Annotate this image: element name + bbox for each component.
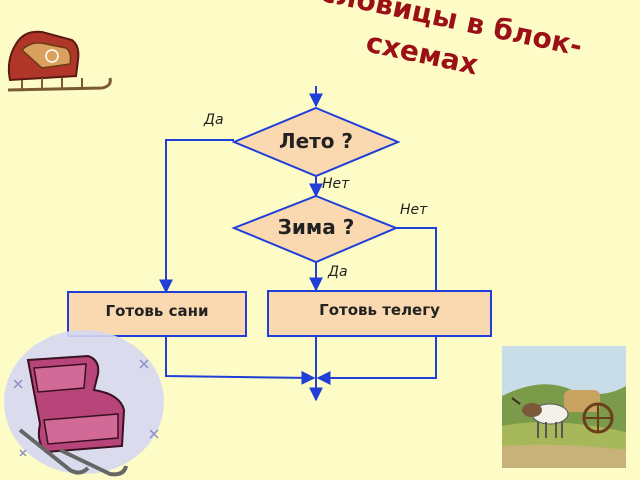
- decision-1-no-label: Нет: [322, 176, 350, 192]
- decision-1-diamond: [231, 106, 401, 178]
- decision-2-no-label: Нет: [400, 202, 428, 218]
- decision-1-yes-label: Да: [204, 112, 224, 128]
- decision-1-text: Лето ?: [278, 129, 354, 153]
- yes-branch-1: [159, 139, 234, 294]
- process-2-text: Готовь телегу: [319, 301, 440, 319]
- sled-clipart: [4, 330, 164, 477]
- decision-2-yes-label: Да: [328, 264, 348, 280]
- sleigh-clipart: [7, 30, 112, 92]
- process-1-box: [67, 291, 247, 337]
- process-2-box: [267, 290, 492, 337]
- process-1-text: Готовь сани: [105, 302, 209, 320]
- decision-2-text: Зима ?: [277, 215, 355, 239]
- decision-2-diamond: [231, 194, 399, 264]
- ox-cart-picture: [502, 346, 626, 468]
- merge-left: [165, 336, 316, 385]
